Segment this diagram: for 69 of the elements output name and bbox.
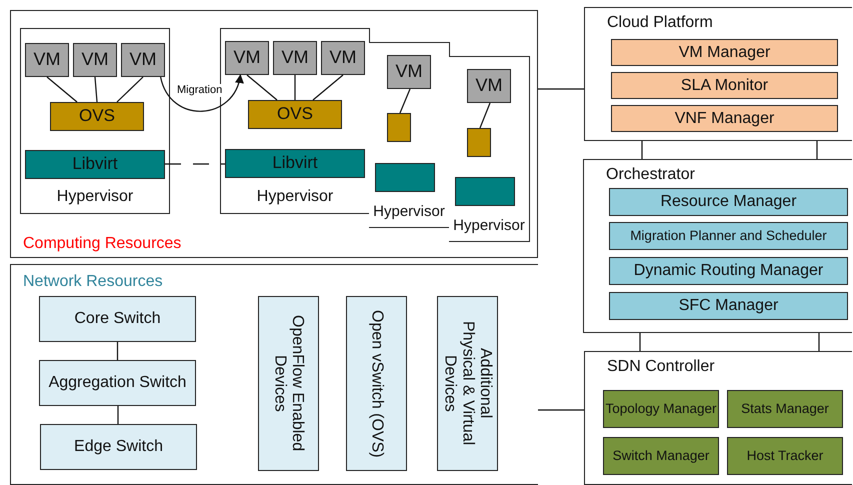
card-label: Hypervisor <box>452 218 526 233</box>
card-label: Hypervisor <box>372 204 446 219</box>
vm-box: VM <box>121 43 165 77</box>
empty-box <box>375 163 435 192</box>
switch-box: Edge Switch <box>40 424 197 470</box>
empty-box <box>455 177 515 206</box>
vm-box: VM <box>273 41 317 75</box>
connector-line <box>294 75 296 100</box>
hypervisor-card <box>449 56 530 242</box>
module-box: Topology Manager <box>603 390 719 428</box>
module-box: SFC Manager <box>609 292 848 320</box>
connector-line <box>641 141 643 159</box>
module-box: Dynamic Routing Manager <box>609 257 848 285</box>
module-box: Resource Manager <box>609 188 848 216</box>
switch-box: OVS <box>50 102 144 131</box>
panel-title: Orchestrator <box>606 167 695 183</box>
panel-title: SDN Controller <box>607 359 715 375</box>
connector-line <box>46 76 78 102</box>
hypervisor-card <box>20 28 170 214</box>
connector-line <box>94 76 98 102</box>
connector-line <box>479 102 491 128</box>
hypervisor-card <box>220 28 370 214</box>
edge-label: Migration <box>176 84 224 97</box>
card-label: Hypervisor <box>256 189 334 205</box>
connector-line <box>165 163 225 165</box>
panel <box>584 351 852 485</box>
device-box: Additional Physical & Virtual Devices <box>437 296 498 471</box>
connector-line <box>312 74 344 100</box>
connector-line <box>818 333 820 351</box>
arrow <box>160 74 243 112</box>
connector-line <box>639 333 641 351</box>
vm-box: VM <box>387 55 431 89</box>
connector-line <box>538 88 584 90</box>
library-box: Libvirt <box>225 149 365 178</box>
switch-box: Aggregation Switch <box>39 360 196 406</box>
vm-box: VM <box>225 41 269 75</box>
card-label: Hypervisor <box>56 189 134 205</box>
connector-line <box>399 88 411 114</box>
module-box: SLA Monitor <box>611 72 838 99</box>
library-box: Libvirt <box>25 150 165 179</box>
module-box: Stats Manager <box>727 390 843 428</box>
connector-line <box>246 74 278 100</box>
panel-title: Network Resources <box>23 274 163 290</box>
module-box: Host Tracker <box>727 437 843 475</box>
device-box: Open vSwitch (OVS) <box>346 296 407 471</box>
module-box: Switch Manager <box>603 437 719 475</box>
module-box: VM Manager <box>611 39 838 66</box>
vm-box: VM <box>25 43 69 77</box>
device-box: OpenFlow Enabled Devices <box>258 296 319 471</box>
panel-title: Computing Resources <box>23 236 182 252</box>
switch-box: Core Switch <box>39 296 196 342</box>
connector-line <box>116 76 144 102</box>
vm-box: VM <box>73 43 117 77</box>
empty-box <box>467 128 491 157</box>
panel <box>583 159 852 333</box>
connector-line <box>538 409 584 411</box>
connector-line <box>816 141 818 159</box>
panel-title: Cloud Platform <box>607 15 713 31</box>
panel <box>10 264 538 485</box>
connector-line <box>117 406 119 424</box>
empty-box <box>387 113 411 142</box>
module-box: Migration Planner and Scheduler <box>609 222 848 250</box>
switch-box: OVS <box>248 100 342 129</box>
module-box: VNF Manager <box>611 105 838 132</box>
panel <box>584 7 852 141</box>
panel <box>10 10 538 258</box>
vm-box: VM <box>467 69 511 103</box>
connector-line <box>116 342 118 360</box>
vm-box: VM <box>321 41 365 75</box>
